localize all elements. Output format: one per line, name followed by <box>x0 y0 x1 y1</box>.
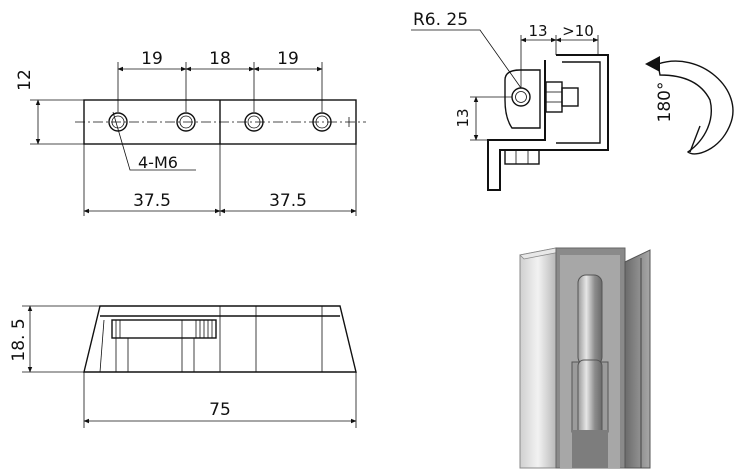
dim-text-13-top: 13 <box>528 22 547 40</box>
pin-shaft <box>119 319 183 339</box>
hole-callout-text: 4-M6 <box>138 153 178 172</box>
hole-3 <box>244 112 264 132</box>
top-view: 19 18 19 12 4-M6 37.5 37.5 <box>15 49 366 216</box>
rotation-arrow-icon: 180° <box>645 56 734 155</box>
hole-4-thread <box>315 115 329 129</box>
hinge-bracket-inner <box>556 61 601 144</box>
dim-text-13-vertical: 13 <box>454 108 472 127</box>
hole-2-thread <box>179 115 193 129</box>
hole-leader <box>112 111 196 171</box>
dim-text-gt10: >10 <box>562 22 594 40</box>
body-line <box>99 319 105 373</box>
left-plate <box>519 247 557 469</box>
leg-right <box>181 337 195 373</box>
hole-4 <box>312 112 332 132</box>
nut-right <box>545 81 563 113</box>
end-view: R6. 25 13 >10 13 <box>411 10 609 191</box>
rotation-label: 180° <box>655 82 675 123</box>
pin-thread <box>115 320 213 338</box>
bolt-head-right <box>561 87 579 107</box>
hinge-pin <box>511 87 531 107</box>
dim-text-75: 75 <box>209 400 231 420</box>
hinge-3d-render <box>519 247 651 469</box>
radius-leader <box>411 29 522 89</box>
hinge-pin-inner <box>515 91 527 103</box>
leg-left <box>115 337 129 373</box>
hole-2 <box>176 112 196 132</box>
dim-text-18: 18 <box>209 49 231 69</box>
dim-text-12: 12 <box>15 69 35 91</box>
front-view: 18. 5 75 <box>9 305 357 428</box>
right-plate <box>624 249 651 469</box>
hole-1 <box>108 112 128 132</box>
nut-bottom <box>504 149 540 165</box>
dim-text-37-5-left: 37.5 <box>133 191 171 211</box>
pin-upper <box>577 274 603 366</box>
knuckle-base <box>572 430 608 468</box>
dim-text-18-5: 18. 5 <box>9 318 29 361</box>
dim-text-19c: 19 <box>277 49 299 69</box>
hinge-knuckle <box>504 69 541 129</box>
dim-text-37-5-right: 37.5 <box>269 191 307 211</box>
hinge-bracket <box>487 54 609 191</box>
hole-3-thread <box>247 115 261 129</box>
dim-text-19a: 19 <box>141 49 163 69</box>
radius-text: R6. 25 <box>413 10 468 30</box>
